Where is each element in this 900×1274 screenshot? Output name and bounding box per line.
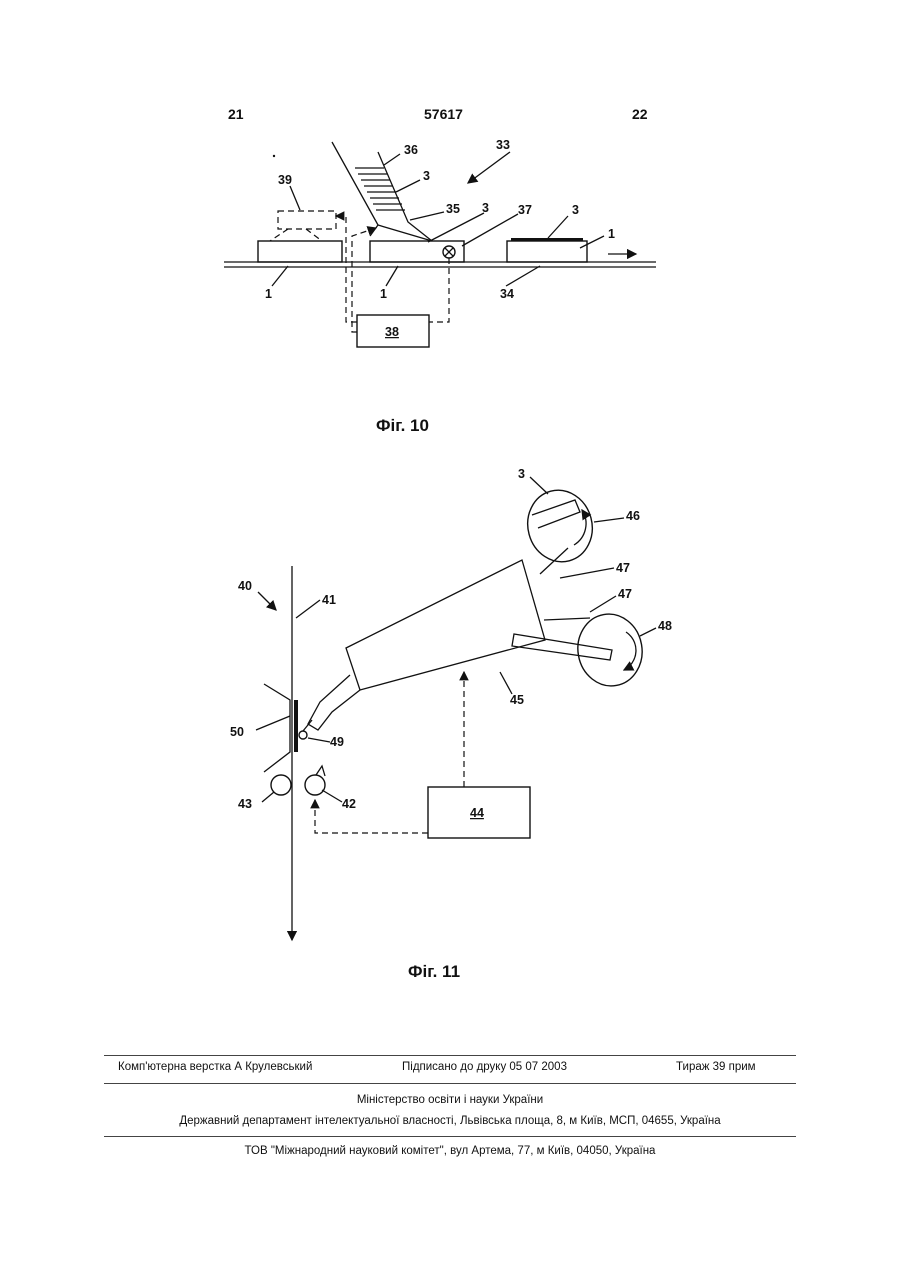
label-43: 43 [238,797,252,811]
printer-39 [278,211,336,229]
label-49: 49 [330,735,344,749]
applicator-body-45 [346,560,545,690]
roller-42 [305,775,325,795]
label-38: 38 [385,325,399,339]
label-1-right: 1 [608,227,615,241]
label-46: 46 [626,509,640,523]
label-48: 48 [658,619,672,633]
label-44: 44 [470,806,484,820]
chute-left-wall [332,142,378,236]
publisher: ТОВ "Міжнародний науковий комітет", вул … [0,1145,900,1157]
label-3: 3 [518,467,525,481]
footer-rule-top [104,1055,796,1056]
label-50: 50 [230,725,244,739]
figure-11-caption: Фіг. 11 [408,962,460,982]
label-33: 33 [496,138,510,152]
signed-date: Підписано до друку 05 07 2003 [402,1061,567,1073]
reel-48-spindle [512,634,612,660]
footer-rule-middle [104,1083,796,1084]
label-stack [355,168,405,210]
label-40: 40 [238,579,252,593]
label-1-middle: 1 [380,287,387,301]
figure-10-caption: Фіг. 10 [376,416,429,436]
label-41: 41 [322,593,336,607]
roller-control-line [315,800,428,833]
item-1-right [507,241,587,262]
layout-credit: Комп'ютерна верстка А Крулевський [118,1061,312,1073]
label-47-upper: 47 [616,561,630,575]
ministry: Міністерство освіти і науки України [0,1094,900,1106]
figure-10-diagram: 36 33 3 39 35 3 37 3 1 1 1 34 38 [224,138,656,347]
department: Державний департамент інтелектуальної вл… [0,1115,900,1127]
label-3-stack: 3 [423,169,430,183]
guide-50 [264,684,290,772]
label-34: 34 [500,287,514,301]
circulation: Тираж 39 прим [676,1061,756,1073]
dispenser-control-line [352,228,376,332]
label-39: 39 [278,173,292,187]
label-3-middle: 3 [482,201,489,215]
label-35: 35 [446,202,460,216]
printer-control-line [336,216,357,322]
figure-11-diagram: 3 46 47 47 48 40 41 50 49 45 43 42 44 [230,467,672,940]
label-45: 45 [510,693,524,707]
label-strip-49 [294,700,298,752]
footer-rule-bottom [104,1136,796,1137]
item-1-left [258,241,342,262]
applicator-nozzle [308,675,360,730]
reel-46-spindle [532,500,580,528]
chute-base [378,225,432,241]
label-1-left: 1 [265,287,272,301]
label-47-lower: 47 [618,587,632,601]
label-3-right: 3 [572,203,579,217]
label-36: 36 [404,143,418,157]
label-37: 37 [518,203,532,217]
label-42: 42 [342,797,356,811]
